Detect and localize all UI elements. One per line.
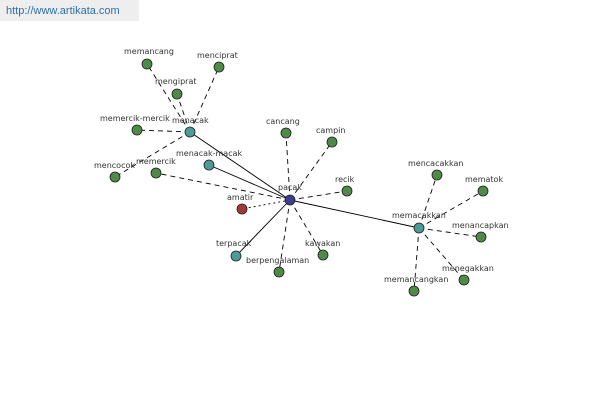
node-cancang[interactable] xyxy=(280,127,292,139)
node-label-mengiprat: mengiprat xyxy=(155,77,197,86)
node-label-amatir: amatir xyxy=(227,193,254,202)
node-mencacakkan[interactable] xyxy=(431,169,443,181)
node-berpengalaman[interactable] xyxy=(273,266,285,278)
edge-layer xyxy=(114,63,484,292)
edge-memacakkan-mencacakkan xyxy=(418,174,438,229)
node-label-terpacak: terpacak xyxy=(216,239,252,248)
label-layer: pacak menacak memacakkan menacak-macak terpa… xyxy=(94,47,509,284)
node-menegakkan[interactable] xyxy=(458,274,470,286)
node-campin[interactable] xyxy=(326,136,338,148)
node-memercik[interactable] xyxy=(150,167,162,179)
node-memancangkan[interactable] xyxy=(408,285,420,297)
node-label-menancapkan: menancapkan xyxy=(452,221,509,230)
node-label-cancang: cancang xyxy=(266,117,300,126)
node-label-berpengalaman: berpengalaman xyxy=(246,256,309,265)
node-label-memancangkan: memancangkan xyxy=(384,275,448,284)
node-label-menacak-macak: menacak-macak xyxy=(176,149,243,158)
edge-menacak-memercik-mercik xyxy=(136,129,191,133)
node-memercik-mercik[interactable] xyxy=(131,124,143,136)
edge-memacakkan-memancangkan xyxy=(413,227,420,292)
edge-pacak-terpacak xyxy=(235,199,291,257)
edge-pacak-berpengalaman xyxy=(278,199,291,273)
node-menancapkan[interactable] xyxy=(475,231,487,243)
edge-menacak-menciprat xyxy=(189,66,220,133)
edge-pacak-campin xyxy=(289,141,333,201)
node-label-campin: campin xyxy=(316,126,345,135)
node-layer xyxy=(109,58,489,297)
edge-pacak-memacakkan xyxy=(289,199,420,229)
node-mengiprat[interactable] xyxy=(171,88,183,100)
edge-memacakkan-menegakkan xyxy=(418,227,465,281)
node-menciprat[interactable] xyxy=(213,61,225,73)
node-pacak[interactable] xyxy=(284,194,296,206)
node-label-menciprat: menciprat xyxy=(197,51,238,60)
node-label-menegakkan: menegakkan xyxy=(442,264,494,273)
node-label-mematok: mematok xyxy=(465,175,503,184)
edge-menacak-mencocok xyxy=(114,131,191,178)
node-memacakkan[interactable] xyxy=(413,222,425,234)
node-label-mencocok: mencocok xyxy=(94,161,135,170)
node-label-menacak: menacak xyxy=(172,116,209,125)
node-label-memercik-mercik: memercik-mercik xyxy=(100,114,170,123)
node-label-memercik: memercik xyxy=(136,157,176,166)
edge-pacak-memercik xyxy=(155,172,291,201)
node-label-pacak: pacak xyxy=(278,183,302,192)
node-label-memancang: memancang xyxy=(124,47,174,56)
edge-pacak-menacak-macak xyxy=(208,164,291,201)
edge-memacakkan-menancapkan xyxy=(418,227,482,238)
site-url-text[interactable]: http://www.artikata.com xyxy=(6,5,120,17)
edge-pacak-cancang xyxy=(285,132,291,201)
edge-menacak-memancang xyxy=(146,63,191,133)
edge-pacak-menacak xyxy=(189,131,291,201)
node-label-mencacakkan: mencacakkan xyxy=(408,159,463,168)
site-url-banner[interactable]: http://www.artikata.com xyxy=(0,0,139,21)
edge-menacak-mengiprat xyxy=(176,93,191,133)
node-terpacak[interactable] xyxy=(230,250,242,262)
node-kawakan[interactable] xyxy=(317,249,329,261)
node-label-memacakkan: memacakkan xyxy=(392,211,446,220)
node-menacak[interactable] xyxy=(184,126,196,138)
node-label-kawakan: kawakan xyxy=(305,239,340,248)
node-menacak-macak[interactable] xyxy=(203,159,215,171)
node-label-recik: recik xyxy=(335,175,355,184)
edge-pacak-amatir xyxy=(241,199,291,210)
edge-pacak-recik xyxy=(289,190,348,201)
node-amatir[interactable] xyxy=(236,203,248,215)
edge-pacak-kawakan xyxy=(289,199,324,256)
edge-memacakkan-mematok xyxy=(418,190,484,229)
node-recik[interactable] xyxy=(341,185,353,197)
node-mencocok[interactable] xyxy=(109,171,121,183)
node-memancang[interactable] xyxy=(141,58,153,70)
node-mematok[interactable] xyxy=(477,185,489,197)
